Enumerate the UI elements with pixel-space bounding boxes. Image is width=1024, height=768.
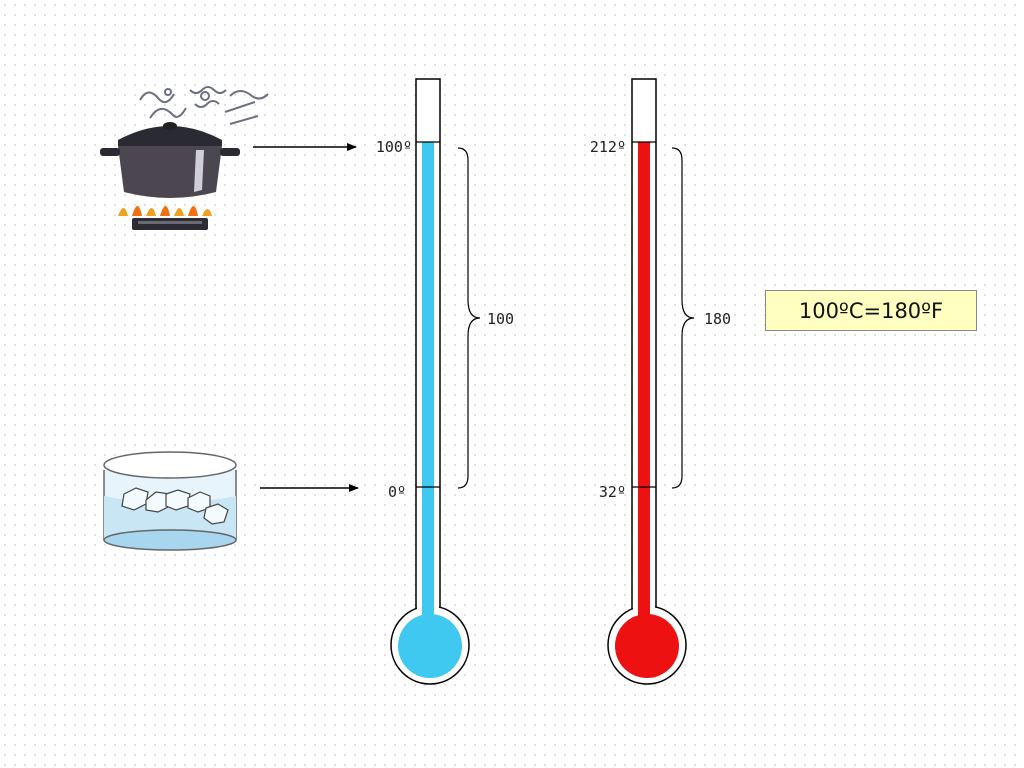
fahrenheit-freeze-label: 32º — [599, 483, 626, 501]
fahrenheit-range-label: 180 — [704, 310, 731, 328]
boiling-pot-icon — [100, 86, 269, 230]
fahrenheit-boil-label: 212º — [590, 138, 626, 156]
celsius-range-label: 100 — [487, 310, 514, 328]
celsius-thermometer — [390, 78, 470, 685]
fahrenheit-thermometer — [607, 78, 687, 685]
ice-cube-icon — [121, 487, 229, 525]
celsius-mercury-column — [422, 142, 434, 617]
celsius-bulb — [398, 614, 462, 678]
fahrenheit-range-brace — [671, 147, 695, 489]
conversion-equation-box: 100ºC=180ºF — [765, 290, 977, 331]
ice-water-icon — [103, 451, 237, 551]
fahrenheit-mercury-column — [638, 142, 650, 617]
celsius-range-brace — [457, 147, 481, 489]
flame-icon — [118, 206, 212, 216]
steam-icon — [139, 86, 269, 125]
celsius-boil-label: 100º — [376, 138, 412, 156]
conversion-equation: 100ºC=180ºF — [798, 298, 944, 323]
fahrenheit-bulb — [615, 614, 679, 678]
celsius-freeze-label: 0º — [388, 483, 406, 501]
